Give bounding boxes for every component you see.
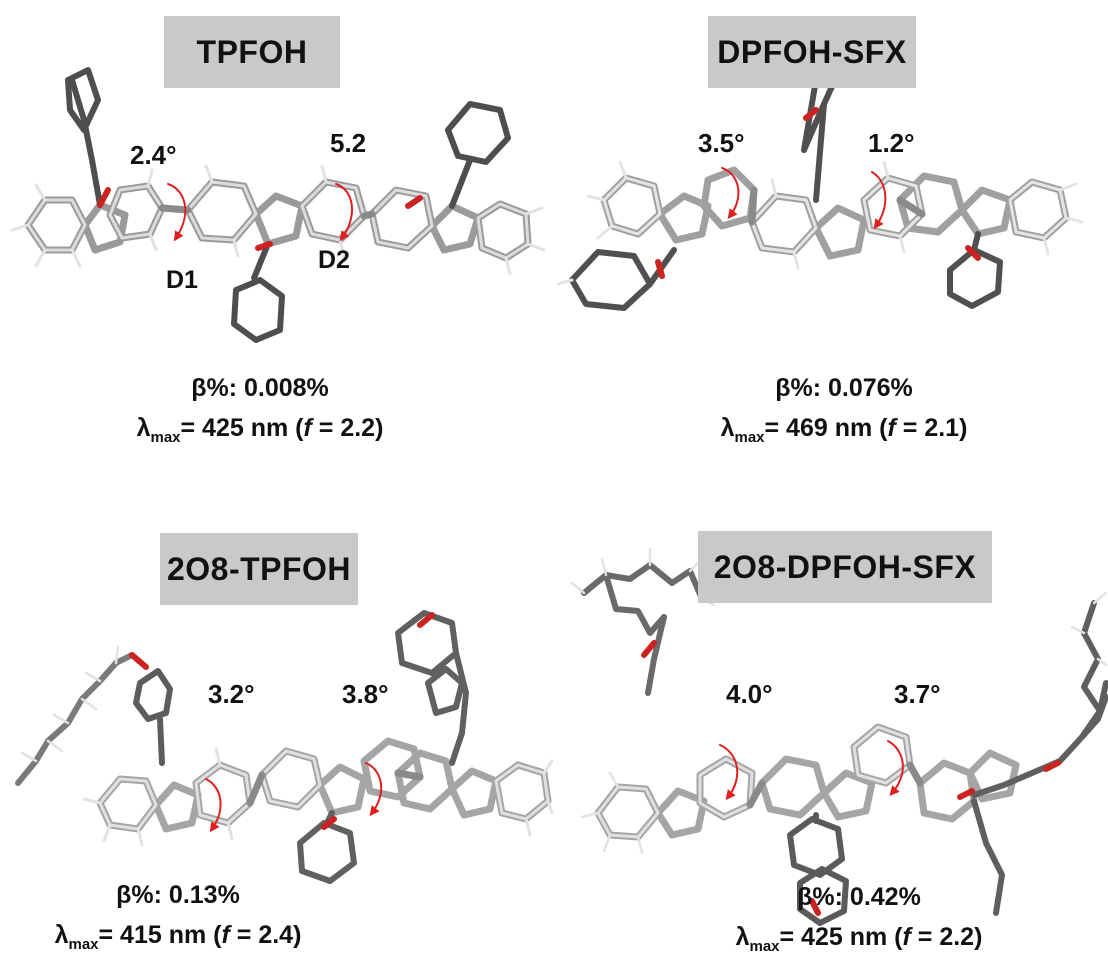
molecule-tpfoh	[10, 67, 546, 343]
panel-2o8-tpfoh: 2O8-TPFOH 3.2° 3.8° β%: 0.13% λmax= 415 …	[0, 483, 554, 966]
dihedral-angle-2: 5.2	[330, 128, 367, 158]
dihedral-angle-1: 4.0°	[726, 679, 773, 709]
molecule-name-label: 2O8-DPFOH-SFX	[698, 531, 992, 603]
dihedral-angle-2: 1.2°	[868, 128, 915, 158]
beta-percent: β%: 0.13%	[116, 881, 240, 909]
molecule-name-label: 2O8-TPFOH	[160, 533, 358, 605]
molecule-name-label: DPFOH-SFX	[708, 16, 916, 88]
panel-2o8-dpfoh-sfx: 2O8-DPFOH-SFX 4.0° 3.7° β%: 0.42% λmax= …	[554, 483, 1108, 966]
dihedral-label-d2: D2	[318, 246, 350, 274]
dihedral-angle-1: 3.5°	[698, 128, 745, 158]
lambda-max: λmax= 425 nm (f = 2.2)	[136, 414, 384, 446]
dihedral-label-d1: D1	[166, 266, 198, 294]
molecule-dpfoh-sfx	[556, 37, 1084, 311]
dihedral-angle-1: 3.2°	[208, 679, 255, 709]
optical-properties: β%: 0.13% λmax= 415 nm (f = 2.4)	[28, 875, 328, 965]
optical-properties: β%: 0.42% λmax= 425 nm (f = 2.2)	[704, 877, 1014, 967]
lambda-max: λmax= 425 nm (f = 2.2)	[735, 923, 983, 955]
beta-percent: β%: 0.008%	[191, 374, 329, 402]
dihedral-angle-2: 3.7°	[894, 679, 941, 709]
lambda-max: λmax= 415 nm (f = 2.4)	[54, 921, 302, 953]
dihedral-angle-1: 2.4°	[130, 140, 177, 170]
optical-properties: β%: 0.008% λmax= 425 nm (f = 2.2)	[110, 368, 410, 458]
molecule-2o8-dpfoh-sfx	[570, 547, 1108, 926]
beta-percent: β%: 0.076%	[775, 374, 913, 402]
molecule-name-label: TPFOH	[164, 16, 340, 88]
lambda-max: λmax= 469 nm (f = 2.1)	[720, 414, 968, 446]
beta-percent: β%: 0.42%	[797, 883, 921, 911]
panel-tpfoh: TPFOH 2.4° 5.2 D1 D2 β%: 0.008% λmax= 42…	[0, 0, 554, 483]
dihedral-angle-2: 3.8°	[342, 679, 389, 709]
optical-properties: β%: 0.076% λmax= 469 nm (f = 2.1)	[684, 368, 1004, 458]
molecule-2o8-tpfoh	[15, 610, 554, 884]
panel-dpfoh-sfx: DPFOH-SFX 3.5° 1.2° β%: 0.076% λmax= 469…	[554, 0, 1108, 483]
